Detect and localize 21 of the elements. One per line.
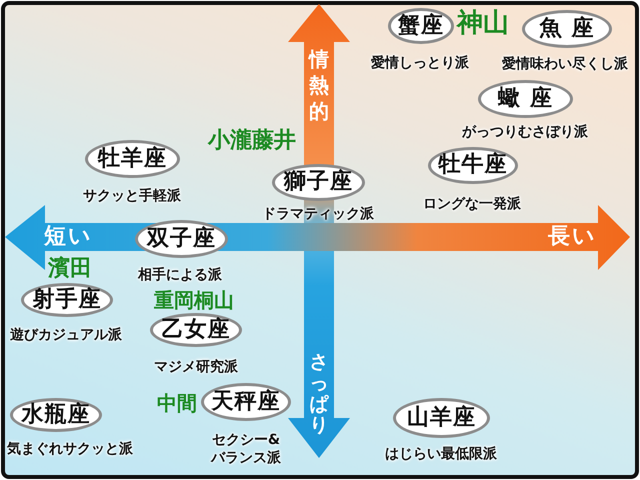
description-text: 愛情しっとり派 (371, 54, 469, 72)
axis-label: さっぱり (308, 352, 330, 436)
handwritten-name: 神山 (457, 9, 509, 39)
description-text: マジメ研究派 (154, 358, 238, 376)
handwritten-name: 中間 (157, 392, 197, 415)
axis-label: 長い (548, 224, 597, 250)
handwritten-name: 濱田 (48, 256, 92, 282)
description-text: 相手による派 (138, 266, 222, 284)
description-text: ロングな一発派 (423, 195, 521, 213)
handwritten-name: 重岡桐山 (154, 289, 234, 312)
axis-label: 短い (44, 224, 93, 250)
description-text: ドラマティック派 (262, 205, 374, 223)
handwritten-name: 小瀧藤井 (208, 128, 296, 154)
description-text: 愛情味わい尽くし派 (502, 55, 628, 73)
axis-label: 情熱的 (308, 46, 330, 124)
description-text: サクッと手軽派 (83, 187, 181, 205)
description-text: はじらい最低限派 (385, 445, 497, 463)
description-text: セクシー&バランス派 (210, 431, 282, 467)
description-text: 気まぐれサクッと派 (7, 440, 133, 458)
description-text: 遊びカジュアル派 (10, 326, 122, 344)
description-text: がっつりむさぼり派 (462, 123, 588, 141)
